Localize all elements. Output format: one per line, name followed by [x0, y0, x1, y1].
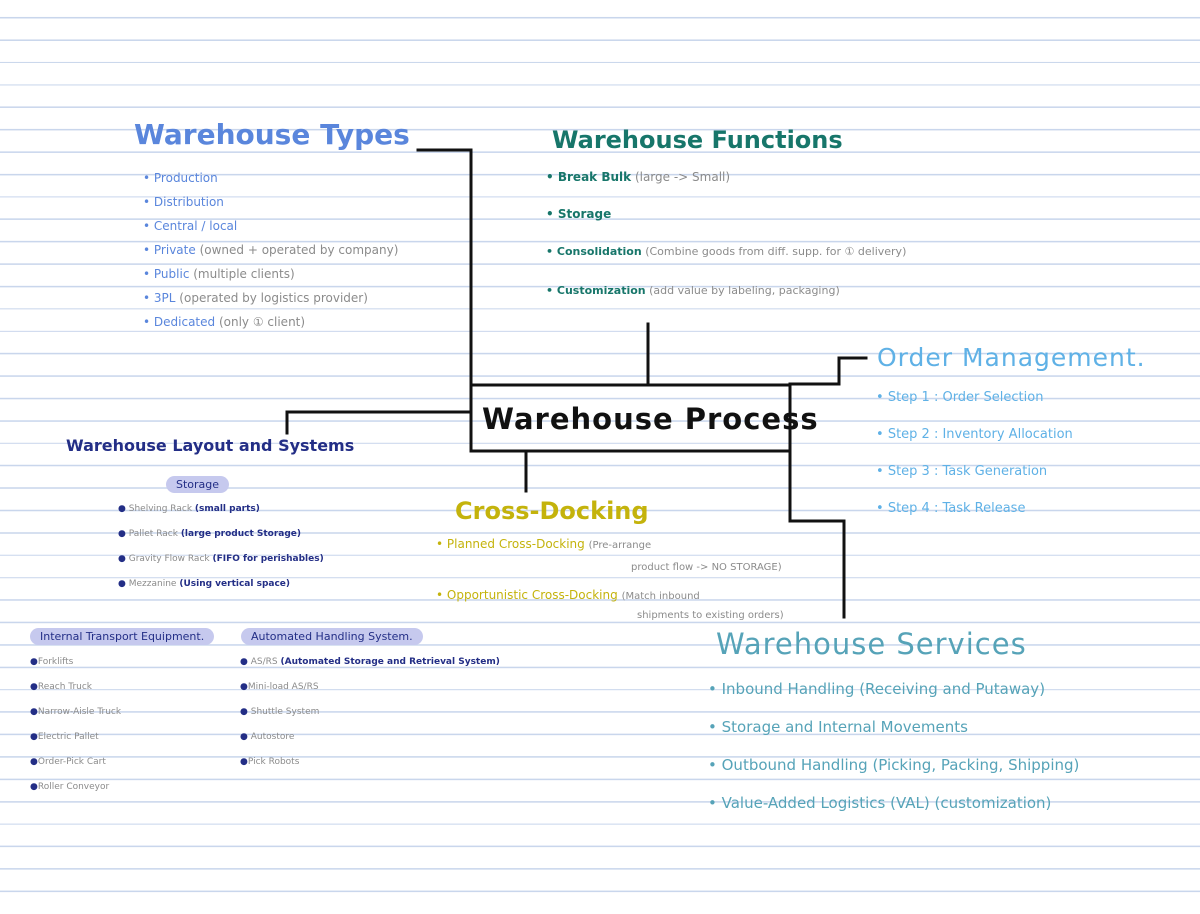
connector-types: [416, 148, 473, 388]
center-box: [469, 383, 792, 453]
order-step: • Step 3 : Task Generation: [876, 464, 1048, 479]
list-item: • Public (multiple clients): [143, 267, 295, 281]
list-item: ●Forklifts: [30, 657, 74, 667]
services-list: • Inbound Handling (Receiving and Putawa…: [708, 680, 1079, 832]
list-item: • Outbound Handling (Picking, Packing, S…: [708, 756, 1080, 774]
storage-list: ● Shelving Rack (small parts) ● Pallet R…: [118, 504, 324, 604]
order-step: • Step 1 : Order Selection: [876, 390, 1044, 405]
list-item: • Dedicated (only ① client): [143, 315, 306, 329]
list-item: ●Order-Pick Cart: [30, 757, 106, 767]
services-title: Warehouse Services: [716, 627, 1027, 661]
function-item: • Storage: [546, 207, 612, 221]
list-item: • Production: [143, 171, 218, 185]
functions-title: Warehouse Functions: [552, 126, 843, 154]
function-item: • Break Bulk (large -> Small): [546, 170, 731, 184]
list-item: • Central / local: [143, 219, 238, 233]
list-item: ● Shelving Rack (small parts): [118, 504, 260, 514]
list-item: ●Reach Truck: [30, 682, 93, 692]
automated-pill: Automated Handling System.: [241, 628, 423, 645]
list-item: ● Gravity Flow Rack (FIFO for perishable…: [118, 554, 324, 564]
types-list: • Production • Distribution • Central / …: [143, 171, 398, 339]
list-item: ●Mini-load AS/RS: [240, 682, 319, 692]
connector-services-a: [788, 449, 846, 619]
list-item: • Private (owned + operated by company): [143, 243, 399, 257]
connector-layout: [285, 410, 473, 435]
center-title: Warehouse Process: [482, 402, 819, 436]
list-item: ● Shuttle System: [240, 707, 320, 717]
order-steps: • Step 1 : Order Selection • Step 2 : In…: [876, 390, 1073, 538]
crossdock-item: • Opportunistic Cross-Docking (Match inb…: [436, 588, 700, 602]
order-step: • Step 2 : Inventory Allocation: [876, 427, 1073, 442]
transport-list: ●Forklifts ●Reach Truck ●Narrow-Aisle Tr…: [30, 657, 121, 807]
crossdock-item: • Planned Cross-Docking (Pre-arrange: [436, 537, 652, 551]
automated-list: ● AS/RS (Automated Storage and Retrieval…: [240, 657, 500, 782]
list-item: ●Narrow-Aisle Truck: [30, 707, 122, 717]
storage-pill: Storage: [166, 476, 230, 493]
list-item: ● Autostore: [240, 732, 295, 742]
list-item: ● AS/RS (Automated Storage and Retrieval…: [240, 657, 500, 667]
list-item: ● Pallet Rack (large product Storage): [118, 529, 302, 539]
function-item: • Customization (add value by labeling, …: [546, 284, 840, 297]
list-item: ●Roller Conveyor: [30, 782, 110, 792]
order-step: • Step 4 : Task Release: [876, 501, 1026, 516]
function-item: • Consolidation (Combine goods from diff…: [546, 245, 907, 258]
layout-title: Warehouse Layout and Systems: [66, 436, 355, 455]
crossdock-detail: product flow -> NO STORAGE): [631, 562, 782, 573]
order-title: Order Management.: [877, 343, 1146, 372]
connector-order: [788, 356, 868, 386]
crossdock-title: Cross-Docking: [455, 497, 649, 525]
list-item: • Inbound Handling (Receiving and Putawa…: [708, 680, 1046, 698]
list-item: ●Electric Pallet: [30, 732, 99, 742]
types-title: Warehouse Types: [134, 118, 410, 151]
list-item: ●Pick Robots: [240, 757, 300, 767]
crossdock-detail: shipments to existing orders): [637, 610, 784, 621]
list-item: • Value-Added Logistics (VAL) (customiza…: [708, 794, 1052, 812]
list-item: • Storage and Internal Movements: [708, 718, 968, 736]
transport-pill: Internal Transport Equipment.: [30, 628, 215, 645]
list-item: • 3PL (operated by logistics provider): [143, 291, 368, 305]
list-item: ● Mezzanine (Using vertical space): [118, 579, 291, 589]
list-item: • Distribution: [143, 195, 224, 209]
